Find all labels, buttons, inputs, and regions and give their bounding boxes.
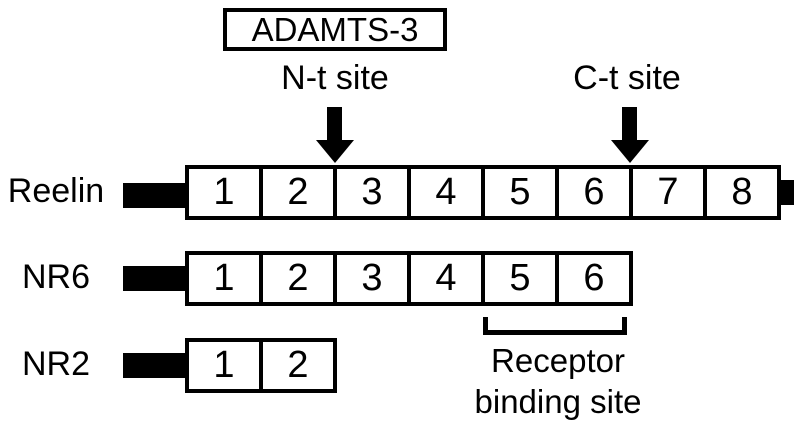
ct-site-label: C-t site: [573, 59, 681, 97]
domain-box: 4: [407, 165, 485, 220]
domain-box: 3: [333, 251, 411, 306]
domain-box: 6: [555, 165, 633, 220]
n-terminal-bar: [123, 183, 186, 208]
domain-box: 1: [185, 165, 263, 220]
row-label-nr6: NR6: [21, 258, 91, 296]
domain-box: 2: [259, 165, 337, 220]
domain-box: 1: [185, 251, 263, 306]
adamts3-box: ADAMTS-3: [223, 8, 447, 51]
nt-arrow-head: [316, 140, 354, 163]
domain-box: 2: [259, 251, 337, 306]
domain-box: 3: [333, 165, 411, 220]
ct-arrow-shaft: [622, 107, 637, 140]
receptor-binding-label-line1: Receptor: [491, 342, 625, 379]
row-label-reelin: Reelin: [7, 172, 105, 210]
domain-box: 4: [407, 251, 485, 306]
n-terminal-bar: [123, 266, 186, 291]
receptor-binding-label: Receptor binding site: [448, 340, 668, 422]
domain-box: 1: [185, 338, 263, 393]
domain-box: 5: [481, 165, 559, 220]
c-terminal-cap: [779, 180, 794, 205]
ct-arrow-head: [611, 140, 649, 163]
domain-box: 2: [259, 338, 337, 393]
domain-box: 5: [481, 251, 559, 306]
n-terminal-bar: [123, 353, 186, 378]
adamts3-label: ADAMTS-3: [251, 10, 419, 48]
receptor-binding-bracket: [483, 317, 627, 335]
receptor-binding-label-line2: binding site: [474, 383, 642, 420]
nt-arrow-shaft: [327, 107, 342, 140]
nt-site-label: N-t site: [281, 59, 389, 97]
domain-box: 7: [629, 165, 707, 220]
domain-box: 6: [555, 251, 633, 306]
row-label-nr2: NR2: [21, 345, 91, 383]
domain-box: 8: [703, 165, 781, 220]
